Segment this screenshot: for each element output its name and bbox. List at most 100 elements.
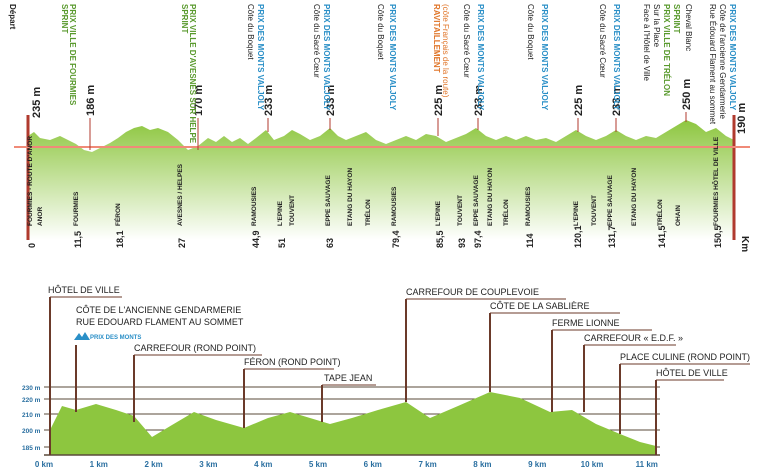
place-km: 79,4 bbox=[391, 230, 401, 248]
place-name: FOURMIES - ROUTE D'ANOR bbox=[27, 136, 34, 226]
y-tick-200: 200 m bbox=[22, 428, 41, 435]
header-5-line-0: RAVITAILLEMENT bbox=[432, 4, 441, 73]
place-name: L'EPINE bbox=[277, 200, 284, 226]
circuit-label-ferme-lionne: FERME LIONNE bbox=[552, 318, 620, 328]
place-km: 120,1 bbox=[573, 225, 583, 248]
x-tick: 0 km bbox=[35, 460, 53, 469]
x-tick: 8 km bbox=[473, 460, 491, 469]
header-5-line-1: (côte Français de la route) bbox=[441, 4, 450, 98]
alt-label-2: 233 m bbox=[263, 85, 275, 116]
place-km: 150,5 bbox=[713, 225, 723, 248]
circuit-label-gendarmerie: CÔTE DE L'ANCIENNE GENDARMERIE bbox=[76, 305, 241, 315]
start-altitude: 235 m bbox=[31, 87, 43, 118]
place-name: L'EPINE bbox=[435, 200, 442, 226]
alt-label-8: 250 m bbox=[681, 79, 693, 110]
y-tick-210: 210 m bbox=[22, 412, 41, 419]
place-name: ETANG DU HAYON bbox=[487, 168, 494, 226]
place-name: TOUVENT bbox=[289, 195, 296, 226]
place-name: RAMOUSIES bbox=[251, 186, 258, 226]
circuit-label-hotel-de-ville-end: HÔTEL DE VILLE bbox=[656, 368, 728, 378]
place-km: 93 bbox=[457, 238, 467, 248]
header-0-line-1: PRIX VILLE DE FOURMIES bbox=[68, 4, 77, 106]
circuit-label-sabliere: CÔTE DE LA SABLIÈRE bbox=[490, 301, 590, 311]
place-name: EPPE SAUVAGE bbox=[607, 175, 614, 226]
place-km: 27 bbox=[177, 238, 187, 248]
header-8-line-1: Côte du Sacré Cœur bbox=[598, 4, 607, 78]
alt-label-1: 170 m bbox=[193, 85, 205, 116]
header-8-line-0: PRIX DES MONTS VALJOLY bbox=[612, 4, 621, 111]
mountain-icon bbox=[74, 332, 90, 340]
place-name: TRÉLON bbox=[501, 199, 510, 226]
header-2-line-1: Côte du Boquet bbox=[246, 4, 255, 60]
alt-label-4: 225 m bbox=[433, 85, 445, 116]
place-name: OHAIN bbox=[675, 205, 682, 226]
header-0-line-0: SPRINT bbox=[60, 4, 69, 33]
x-tick: 5 km bbox=[309, 460, 327, 469]
place-km: 141,5 bbox=[657, 225, 667, 248]
place-km: 44,9 bbox=[251, 230, 261, 248]
place-name: ANOR bbox=[37, 207, 44, 226]
place-name: EPPE SAUVAGE bbox=[473, 175, 480, 226]
circuit-area bbox=[50, 392, 656, 455]
x-tick: 7 km bbox=[418, 460, 436, 469]
x-tick: 4 km bbox=[254, 460, 272, 469]
circuit-label-tape-jean: TAPE JEAN bbox=[324, 373, 372, 383]
place-name: FOURMIES bbox=[73, 191, 80, 226]
circuit-label-flament: RUE EDOUARD FLAMENT AU SOMMET bbox=[76, 317, 244, 327]
place-name: FOURMIES HÔTEL DE VILLE bbox=[711, 136, 720, 226]
place-name: TOUVENT bbox=[591, 195, 598, 226]
alt-label-6: 225 m bbox=[573, 85, 585, 116]
km-unit: Km bbox=[739, 236, 750, 252]
circuit-label-feron: FÉRON (ROND POINT) bbox=[244, 357, 341, 367]
circuit-label-couplevoie: CARREFOUR DE COUPLEVOIE bbox=[406, 287, 539, 297]
header-4-line-0: PRIX DES MONTS VALJOLY bbox=[388, 4, 397, 111]
header-1-line-0: SPRINT bbox=[180, 4, 189, 33]
circuit-label-edf: CARREFOUR « E.D.F. » bbox=[584, 333, 683, 343]
overall-profile bbox=[14, 112, 750, 240]
place-km: 51 bbox=[277, 238, 287, 248]
place-km: 85,5 bbox=[435, 230, 445, 248]
place-name: FÉRON bbox=[113, 203, 122, 226]
header-11-line-1: Côte de l'ancienne Gendarmerie bbox=[718, 4, 727, 119]
circuit-profile bbox=[44, 296, 750, 456]
x-tick: 3 km bbox=[199, 460, 217, 469]
header-6-line-1: Côte du Sacré Cœur bbox=[462, 4, 471, 78]
header-9-line-3: Face à l'Hôtel de Ville bbox=[642, 4, 651, 82]
place-name: ETANG DU HAYON bbox=[347, 168, 354, 226]
y-tick-220: 220 m bbox=[22, 397, 41, 404]
alt-label-7: 233 m bbox=[611, 85, 623, 116]
header-1-line-1: PRIX VILLE D'AVESNES SUR HELPE bbox=[188, 4, 197, 144]
header-7-line-1: Côte du Boquet bbox=[526, 4, 535, 60]
header-9-line-0: SPRINT bbox=[672, 4, 681, 33]
profile-area bbox=[28, 120, 734, 240]
header-2-line-0: PRIX DES MONTS VALJOLY bbox=[256, 4, 265, 111]
place-name: AVESNES / HELPES bbox=[177, 163, 184, 226]
alt-label-0: 186 m bbox=[85, 85, 97, 116]
x-tick: 6 km bbox=[364, 460, 382, 469]
place-name: TOUVENT bbox=[457, 195, 464, 226]
place-name: RAMOUSIES bbox=[525, 186, 532, 226]
x-tick: 2 km bbox=[144, 460, 162, 469]
circuit-label-prix-des-monts: PRIX DES MONTS bbox=[90, 335, 141, 341]
header-3-line-0: PRIX DES MONTS VALJOLY bbox=[322, 4, 331, 111]
header-7-line-0: PRIX DES MONTS VALJOLY bbox=[540, 4, 549, 111]
depart-label: Départ bbox=[8, 4, 17, 30]
place-km: 0 bbox=[27, 243, 37, 248]
header-11-line-0: PRIX DES MONTS VALJOLY bbox=[728, 4, 737, 111]
place-name: TRÉLON bbox=[655, 199, 664, 226]
x-tick: 10 km bbox=[581, 460, 604, 469]
x-tick: 9 km bbox=[528, 460, 546, 469]
place-name: RAMOUSIES bbox=[391, 186, 398, 226]
place-km: 114 bbox=[525, 233, 535, 248]
x-tick: 11 km bbox=[636, 460, 658, 469]
header-11-line-2: Rue Édouard Flament au sommet bbox=[708, 4, 717, 125]
place-km: 97,4 bbox=[473, 230, 483, 248]
place-name: EPPE SAUVAGE bbox=[325, 175, 332, 226]
place-km: 11,5 bbox=[73, 231, 83, 248]
header-4-line-1: Côte du Boquet bbox=[376, 4, 385, 60]
place-km: 63 bbox=[325, 238, 335, 248]
place-name: ETANG DU HAYON bbox=[631, 168, 638, 226]
x-tick: 1 km bbox=[90, 460, 108, 469]
place-name: TRÉLON bbox=[363, 199, 372, 226]
